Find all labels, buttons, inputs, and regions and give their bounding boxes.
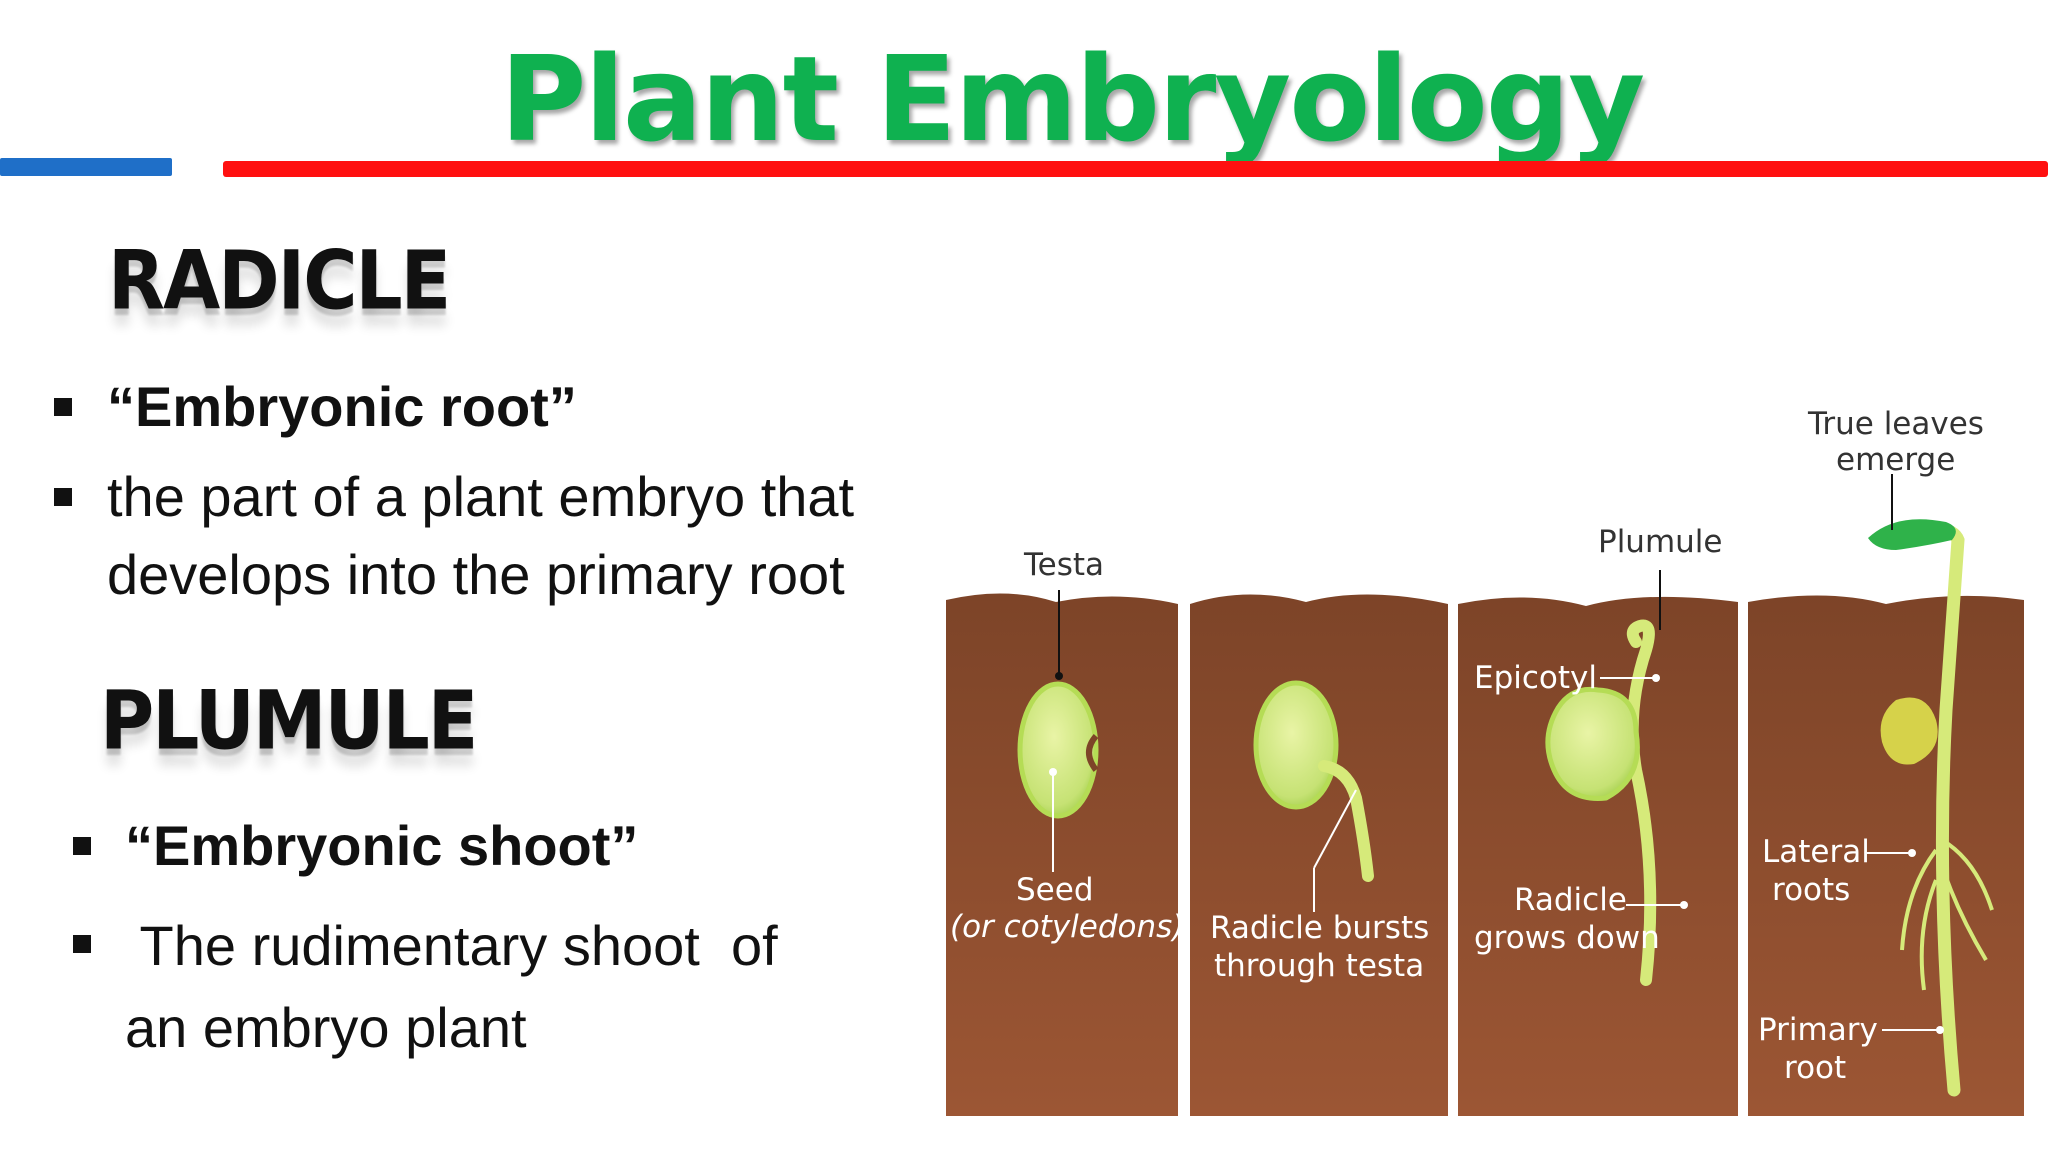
bullet-square-icon — [73, 837, 91, 855]
label-testa: Testa — [1023, 547, 1104, 583]
epicotyl-pointer-dot — [1652, 674, 1660, 682]
soil-panel-4 — [1748, 595, 2024, 1116]
label-lateral-2: roots — [1772, 872, 1850, 908]
radicle-heading: RADICLE — [108, 233, 451, 329]
label-seed: Seed — [1016, 872, 1094, 908]
label-cotyledons: (or cotyledons) — [950, 909, 1184, 945]
plumule-bullet-1: “Embryonic shoot” — [73, 807, 639, 885]
radicle-bullet-2: the part of a plant embryo that develops… — [54, 458, 855, 614]
germination-diagram: Testa Seed (or cotyledons) Radicle burst… — [946, 406, 2024, 1116]
radicle-bullet-1-text: “Embryonic root” — [107, 375, 577, 438]
label-radicle-bursts-2: through testa — [1214, 948, 1424, 984]
label-epicotyl: Epicotyl — [1474, 660, 1597, 696]
soil-panel-3 — [1458, 596, 1738, 1116]
bullet-square-icon — [54, 398, 72, 416]
label-primary-1: Primary — [1758, 1012, 1878, 1048]
seed-notch — [1086, 734, 1099, 772]
true-leaves — [1868, 519, 1956, 550]
testa-pointer-dot — [1055, 672, 1063, 680]
label-radicle-bursts-1: Radicle bursts — [1210, 910, 1429, 946]
label-lateral-1: Lateral — [1762, 834, 1870, 870]
radicle-emerging — [1318, 760, 1374, 882]
cotyledon-remnant — [1880, 697, 1938, 765]
plumule-bullet-2-line-1: The rudimentary shoot of — [125, 914, 778, 977]
plumule-bullet-2-line-2: an embryo plant — [125, 996, 527, 1059]
bullet-square-icon — [73, 935, 91, 953]
bullet-square-icon — [54, 488, 72, 506]
label-radicle-grows-2: grows down — [1474, 920, 1660, 956]
plumule-bullet-2: The rudimentary shoot of an embryo plant — [73, 905, 778, 1069]
plumule-heading: PLUMULE — [100, 673, 478, 769]
label-plumule: Plumule — [1598, 524, 1722, 560]
label-true-leaves-1: True leaves — [1807, 406, 1984, 442]
radicle-bullet-1: “Embryonic root” — [54, 368, 577, 446]
radicle-bullet-2-line-1: the part of a plant embryo that — [107, 465, 855, 528]
epicotyl-stem — [1626, 619, 1657, 986]
radicle-pointer — [1313, 789, 1357, 869]
soil-panel-1 — [946, 593, 1178, 1116]
seed-3 — [1545, 686, 1640, 801]
title-rule-blue — [0, 158, 172, 176]
soil-panel-2 — [1190, 594, 1448, 1116]
label-primary-2: root — [1784, 1050, 1846, 1086]
seedling-stem — [1929, 521, 1965, 1097]
radicle-bullet-2-line-2: develops into the primary root — [107, 543, 845, 606]
primary-pointer-dot — [1936, 1026, 1944, 1034]
lateral-pointer-dot — [1908, 849, 1916, 857]
title-rule-red — [223, 161, 2048, 177]
seed-2 — [1253, 680, 1339, 810]
plumule-bullet-1-text: “Embryonic shoot” — [125, 814, 639, 877]
lateral-roots — [1900, 838, 1994, 991]
radicle-grows-pointer-dot — [1680, 901, 1688, 909]
seed-1 — [1017, 681, 1099, 819]
label-true-leaves-2: emerge — [1836, 442, 1955, 478]
slide-title: Plant Embryology — [500, 30, 1645, 168]
seed-pointer-dot — [1049, 768, 1057, 776]
label-radicle-grows-1: Radicle — [1514, 882, 1627, 918]
